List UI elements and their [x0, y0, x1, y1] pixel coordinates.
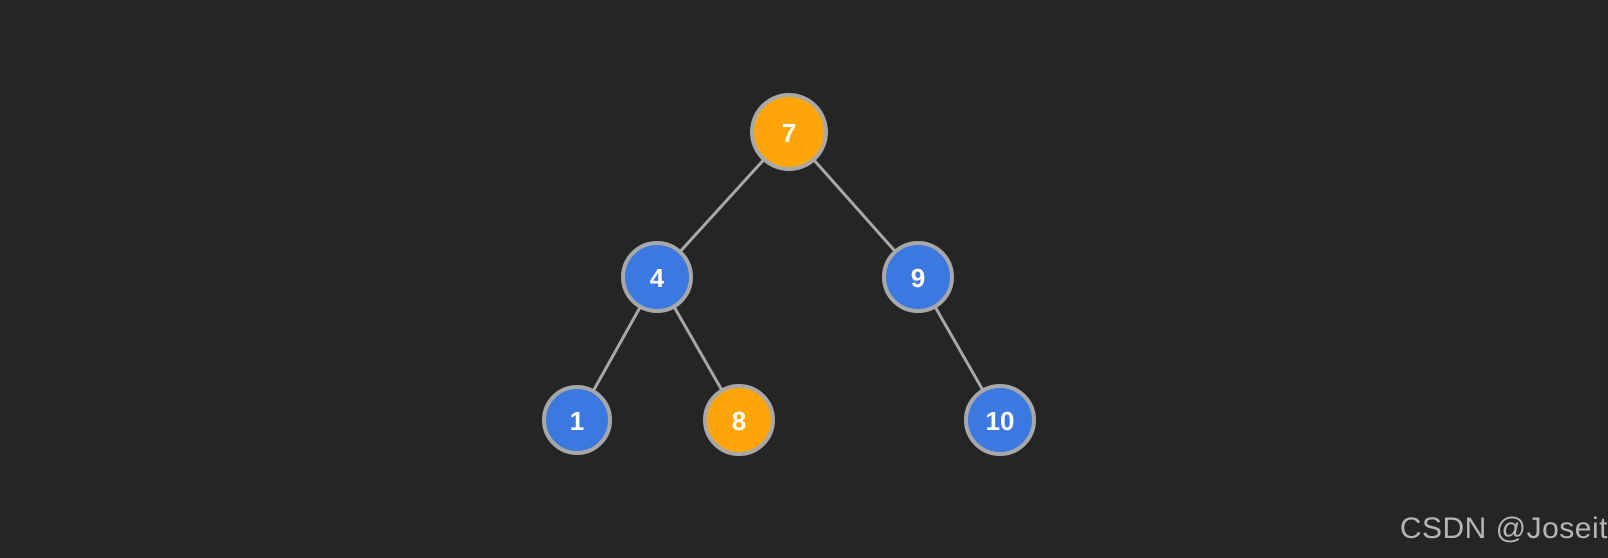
tree-node-label: 4	[650, 263, 665, 293]
tree-node-label: 10	[986, 406, 1015, 436]
tree-node-circle[interactable]	[621, 241, 693, 313]
tree-node-circle[interactable]	[703, 384, 775, 456]
csdn-watermark: CSDN @Joseit	[1399, 512, 1608, 545]
tree-node-label: 8	[732, 406, 746, 436]
tree-node-7[interactable]: 7	[750, 93, 828, 171]
tree-node-circle[interactable]	[750, 93, 828, 171]
tree-node-label: 7	[782, 118, 796, 148]
tree-node-8[interactable]: 8	[703, 384, 775, 456]
tree-node-1[interactable]: 1	[542, 385, 612, 455]
tree-node-circle[interactable]	[542, 385, 612, 455]
tree-node-9[interactable]: 9	[882, 241, 954, 313]
tree-nodes: 7 4 9 1 8 10	[542, 93, 1036, 456]
tree-node-4[interactable]: 4	[621, 241, 693, 313]
tree-node-10[interactable]: 10	[964, 384, 1036, 456]
tree-node-circle[interactable]	[964, 384, 1036, 456]
tree-node-label: 1	[570, 406, 584, 436]
tree-node-label: 9	[911, 263, 925, 293]
tree-node-circle[interactable]	[882, 241, 954, 313]
